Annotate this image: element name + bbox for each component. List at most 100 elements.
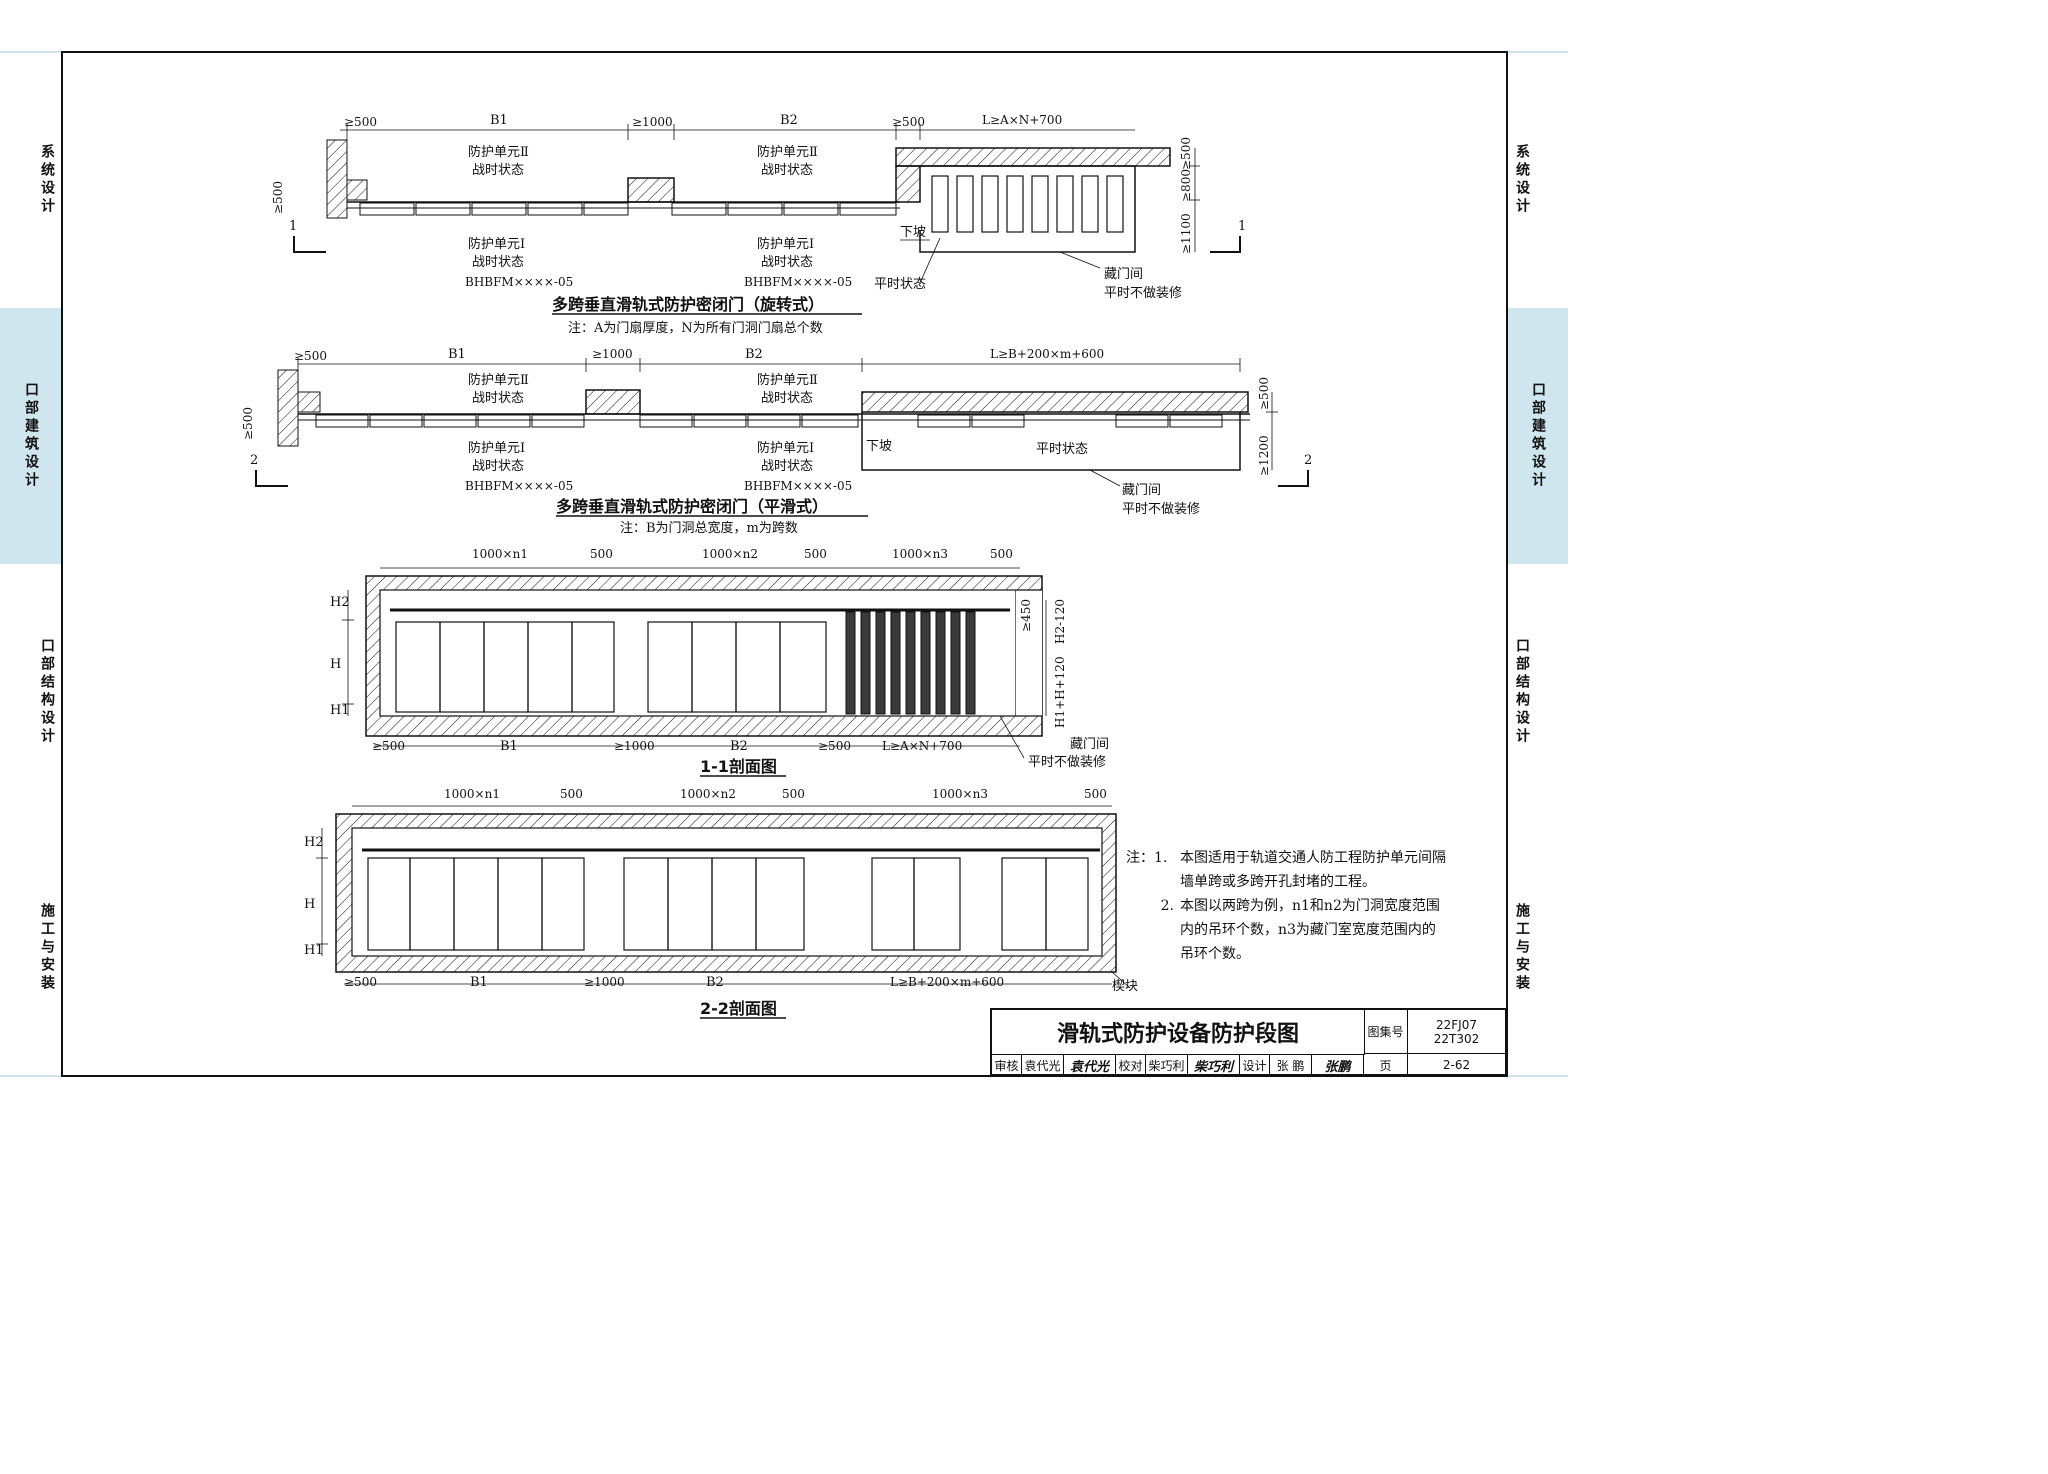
page-label: 页 [1364,1054,1408,1076]
plan1-unit2-right: 防护单元Ⅱ [757,144,818,160]
s1-top-dim-2: 1000×n2 [702,547,758,561]
s1-doors [395,621,827,713]
plan-rotary [293,124,1241,284]
s1-no-decor: 平时不做装修 [1028,755,1106,770]
plan1-labels: ≥500 B1 ≥1000 B2 ≥500 L≥A×N+700 ≥500 ≥50… [271,113,1246,336]
plan2-dim-b2: B2 [745,347,763,362]
s1-left-dim-1: H [330,657,341,672]
s1-top-dim-3: 500 [804,547,827,561]
note-2: 2. 本图以两跨为例，n1和n2为门洞宽度范围内的吊环个数，n3为藏门室宽度范围… [1160,898,1440,962]
s2-top-dim-2: 1000×n2 [680,787,736,801]
s1-labels: 1000×n1 500 1000×n2 500 1000×n3 500 H2 H… [330,547,1109,777]
section-2-2 [316,805,1131,989]
s2-doors [367,857,1089,951]
designer-signature: 张鹏 [1312,1054,1364,1076]
sheet-title: 滑轨式防护设备防护段图 [992,1010,1365,1055]
plan1-dim-b1: B1 [490,113,508,128]
side-tab-system-design-right[interactable]: 系统设计 [1514,144,1530,216]
general-notes: 注：1. 本图适用于轨道交通人防工程防护单元间隔墙单跨或多跨开孔封堵的工程。 2… [1126,846,1446,966]
reviewer-name: 袁代光 [1022,1054,1064,1076]
side-tab-entrance-architecture-right[interactable]: 口部建筑设计 [1508,308,1568,564]
s1-right-dim-2: H1+H+120 [1053,656,1067,728]
plan2-vdim-left: ≥500 [241,407,255,440]
plan2-title: 多跨垂直滑轨式防护密闭门（平滑式） [556,497,828,516]
plan1-model-left: BHBFM××××-05 [465,275,573,289]
section-1-1 [342,567,1047,759]
s2-title: 2-2剖面图 [700,999,777,1018]
plan2-war-right-top: 战时状态 [761,391,813,406]
s2-bot-dim-2: ≥1000 [584,975,625,989]
plan2-war-left-bot: 战时状态 [472,459,524,474]
plan1-no-decor: 平时不做装修 [1104,286,1182,301]
s2-top-dim-3: 500 [782,787,805,801]
s1-top-dim-0: 1000×n1 [472,547,528,561]
designer-name: 张 鹏 [1270,1054,1312,1076]
s1-right-dim-0: ≥450 [1019,599,1033,632]
plan2-door-panels [315,414,1223,428]
plan1-war-left-bot: 战时状态 [472,255,524,270]
s2-left-dim-2: H1 [304,943,324,958]
s1-left-dim-0: H2 [330,595,350,610]
plan1-vdim-r2: ≥800 [1179,169,1193,202]
plan2-unit2-right: 防护单元Ⅱ [757,372,818,388]
s1-top-dim-5: 500 [990,547,1013,561]
plan2-dim-500: ≥500 [294,349,327,363]
design-label: 设计 [1240,1054,1270,1076]
s2-labels: 1000×n1 500 1000×n2 500 1000×n3 500 H2 H… [304,787,1138,1019]
plan1-war-left-top: 战时状态 [472,163,524,178]
side-tab-construction-install[interactable]: 施工与安装 [39,903,55,993]
side-tab-entrance-architecture[interactable]: 口部建筑设计 [0,308,62,564]
plan2-unit1-left: 防护单元Ⅰ [468,440,525,456]
s1-stored-doors [845,611,976,715]
plan2-model-left: BHBFM××××-05 [465,479,573,493]
plan1-dim-1000: ≥1000 [632,115,673,129]
plan2-model-right: BHBFM××××-05 [744,479,852,493]
s1-top-dim-4: 1000×n3 [892,547,948,561]
check-label: 校对 [1116,1054,1146,1076]
plan1-title: 多跨垂直滑轨式防护密闭门（旋转式） [552,295,824,314]
s1-title: 1-1剖面图 [700,757,777,776]
plan-flat [255,358,1309,487]
plan2-vdim-r2: ≥1200 [1257,435,1271,476]
plan2-unit1-right: 防护单元Ⅰ [757,440,814,456]
s1-bot-dim-0: ≥500 [372,739,405,753]
plan1-dim-500-right: ≥500 [892,115,925,129]
plan2-hide-room: 藏门间 [1122,483,1161,498]
plan2-war-left-top: 战时状态 [472,391,524,406]
plan2-cut-right: 2 [1304,453,1312,468]
side-tab-system-design[interactable]: 系统设计 [39,144,55,216]
side-tab-entrance-structure[interactable]: 口部结构设计 [39,638,55,746]
side-tab-entrance-structure-right[interactable]: 口部结构设计 [1514,638,1530,746]
plan2-unit2-left: 防护单元Ⅱ [468,372,529,388]
side-tab-construction-install-right[interactable]: 施工与安装 [1514,903,1530,993]
s2-bot-dim-0: ≥500 [344,975,377,989]
plan1-hide-room: 藏门间 [1104,267,1143,282]
s2-bot-dim-4: L≥B+200×m+600 [890,975,1004,989]
plan1-left-wall [326,139,348,219]
plan2-middle-pier [585,389,641,415]
plan1-unit1-right: 防护单元Ⅰ [757,236,814,252]
s2-top-dim-0: 1000×n1 [444,787,500,801]
plan1-dim-b2: B2 [780,113,798,128]
plan2-cut-left: 2 [250,453,258,468]
s1-bot-dim-2: ≥1000 [614,739,655,753]
review-label: 审核 [992,1054,1022,1076]
s2-top-dim-4: 1000×n3 [932,787,988,801]
plan1-vdim-r3: ≥1100 [1179,213,1193,254]
plan1-cut-left: 1 [289,219,297,234]
s2-bot-dim-3: B2 [706,975,724,990]
plan1-peace: 平时状态 [874,277,926,292]
s2-top-dim-1: 500 [560,787,583,801]
s1-bot-dim-3: B2 [730,739,748,754]
s1-bot-dim-5: L≥A×N+700 [882,739,962,753]
plan2-vdim-r1: ≥500 [1257,377,1271,410]
s2-left-dim-0: H2 [304,835,324,850]
plan1-slope: 下坡 [900,225,926,240]
s2-bot-dim-1: B1 [470,975,488,990]
plan1-unit2-left: 防护单元Ⅱ [468,144,529,160]
plan2-no-decor: 平时不做装修 [1122,502,1200,517]
drawing-canvas: ≥500 B1 ≥1000 B2 ≥500 L≥A×N+700 ≥500 ≥50… [0,51,1568,1077]
s2-wedge: 楔块 [1112,979,1138,994]
checker-signature: 柴巧利 [1188,1054,1240,1076]
plan2-left-wall [277,369,299,447]
